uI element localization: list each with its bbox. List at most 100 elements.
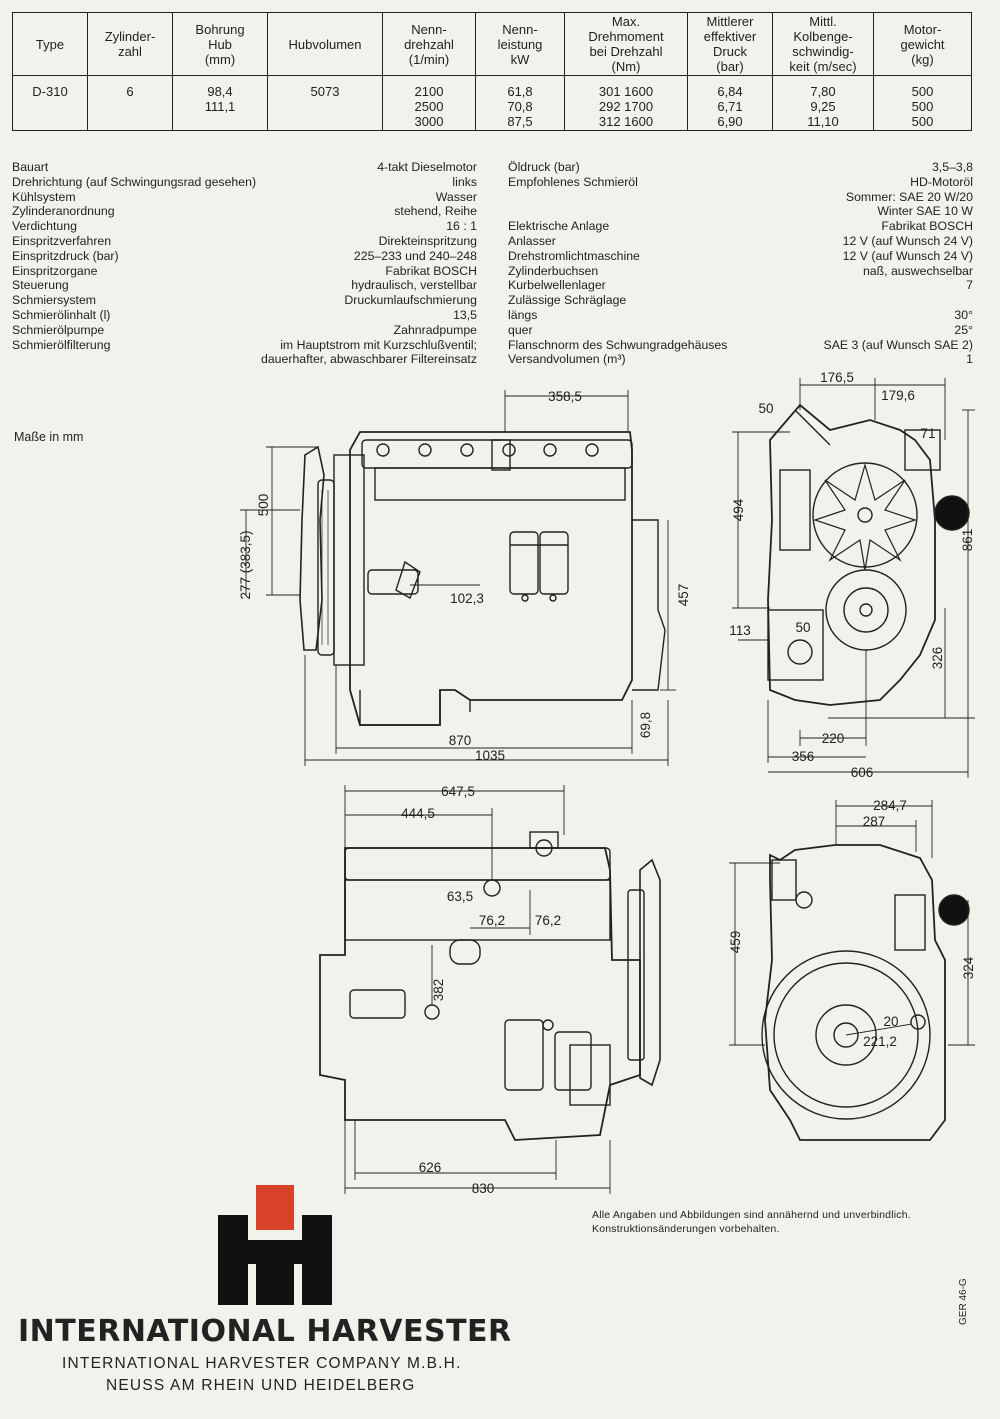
spec-label: Kühlsystem bbox=[12, 189, 76, 204]
spec-label: Drehrichtung (auf Schwingungsrad gesehen… bbox=[12, 174, 257, 189]
cell-drehmoment: 301 1600 292 1700 312 1600 bbox=[564, 75, 688, 131]
spec-label: Einspritzverfahren bbox=[12, 233, 112, 248]
dim-356: 356 bbox=[792, 749, 815, 764]
company-location: NEUSS AM RHEIN UND HEIDELBERG bbox=[106, 1377, 416, 1394]
dim-277: 277 (383,5) bbox=[238, 530, 253, 599]
col-motorgewicht: Motor- gewicht (kg) bbox=[873, 12, 972, 76]
spec-row: Zylinderbuchsen naß, auswechselbar bbox=[508, 264, 973, 279]
spec-label: Schmiersystem bbox=[12, 293, 97, 308]
dim-50b: 50 bbox=[795, 620, 810, 635]
spec-value: 16 : 1 bbox=[446, 219, 477, 234]
spec-value: 25° bbox=[954, 322, 973, 337]
spec-table: Type Zylinder- zahl Bohrung Hub (mm) Hub… bbox=[12, 12, 972, 131]
spec-row: Versandvolumen (m³)1 bbox=[508, 352, 973, 367]
spec-label: Verdichtung bbox=[12, 219, 77, 234]
spec-value: 12 V (auf Wunsch 24 V) bbox=[842, 233, 973, 248]
spec-label: Einspritzdruck (bar) bbox=[12, 248, 119, 263]
dim-76a: 76,2 bbox=[479, 913, 505, 928]
cell-nenndrehzahl: 2100 2500 3000 bbox=[382, 75, 476, 131]
spec-label: Schmierölpumpe bbox=[12, 322, 105, 337]
dim-287: 287 bbox=[863, 814, 886, 829]
dim-220: 220 bbox=[822, 731, 845, 746]
spec-label: Steuerung bbox=[12, 278, 69, 293]
ih-logo bbox=[218, 1185, 332, 1305]
spec-label: Schmierölinhalt (l) bbox=[12, 307, 111, 322]
cell-kolbengeschwindigkeit: 7,80 9,25 11,10 bbox=[772, 75, 874, 131]
spec-value: hydraulisch, verstellbar bbox=[351, 278, 477, 293]
spec-label: Anlasser bbox=[508, 233, 556, 248]
spec-value: SAE 3 (auf Wunsch SAE 2) bbox=[823, 337, 973, 352]
spec-label: Versandvolumen (m³) bbox=[508, 352, 626, 367]
spec-label: Flanschnorm des Schwungradgehäuses bbox=[508, 337, 728, 352]
dim-459: 459 bbox=[728, 931, 743, 954]
dim-50a: 50 bbox=[758, 401, 773, 416]
dimension-labels: 358,5 500 277 (383,5) 102,3 457 69,8 870… bbox=[238, 370, 976, 1196]
dim-179: 179,6 bbox=[881, 388, 915, 403]
col-nenndrehzahl: Nenn- drehzahl (1/min) bbox=[382, 12, 476, 76]
spec-label: Zylinderbuchsen bbox=[508, 263, 599, 278]
spec-value: naß, auswechselbar bbox=[862, 263, 973, 278]
cell-hubvolumen: 5073 bbox=[267, 75, 383, 131]
spec-value: Zahnradpumpe bbox=[393, 322, 477, 337]
brand-wordmark: INTERNATIONAL HARVESTER bbox=[18, 1314, 512, 1349]
col-bohrung-hub: Bohrung Hub (mm) bbox=[172, 12, 268, 76]
dim-102: 102,3 bbox=[450, 591, 484, 606]
dim-861: 861 bbox=[960, 529, 975, 552]
spec-label: längs bbox=[508, 307, 538, 322]
rear-view-drawing bbox=[729, 800, 975, 1141]
col-zylinderzahl: Zylinder- zahl bbox=[87, 12, 173, 76]
spec-row: Kurbelwellenlager 7 bbox=[508, 278, 973, 293]
spec-label: Einspritzorgane bbox=[12, 263, 98, 278]
dim-69: 69,8 bbox=[638, 712, 653, 738]
col-nennleistung: Nenn- leistung kW bbox=[475, 12, 565, 76]
spec-label: Kurbelwellenlager bbox=[508, 278, 606, 293]
spec-row: Kühlsystem Wasser bbox=[12, 190, 477, 205]
spec-row: Schmierölpumpe Zahnradpumpe bbox=[12, 323, 477, 338]
spec-row: Öldruck (bar) 3,5–3,8 bbox=[508, 160, 973, 175]
spec-value: Fabrikat BOSCH bbox=[881, 219, 973, 234]
table-header-row: Type Zylinder- zahl Bohrung Hub (mm) Hub… bbox=[12, 12, 972, 76]
dim-382: 382 bbox=[431, 979, 446, 1002]
spec-value: 7 bbox=[966, 278, 973, 293]
spec-value: im Hauptstrom mit Kurzschlußventil; daue… bbox=[261, 337, 477, 367]
dim-326: 326 bbox=[930, 647, 945, 670]
dim-71: 71 bbox=[920, 426, 935, 441]
specs-left: Bauart 4-takt Dieselmotor Drehrichtung (a… bbox=[12, 160, 477, 367]
dim-324: 324 bbox=[961, 956, 976, 979]
col-hubvolumen: Hubvolumen bbox=[267, 12, 383, 76]
cell-druck: 6,84 6,71 6,90 bbox=[687, 75, 773, 131]
dim-113: 113 bbox=[729, 623, 751, 638]
dim-1035: 1035 bbox=[475, 748, 505, 763]
spec-value: 225–233 und 240–248 bbox=[353, 248, 477, 263]
spec-row: Drehrichtung (auf Schwingungsrad gesehen… bbox=[12, 175, 477, 190]
spec-row: Einspritzdruck (bar) 225–233 und 240–248 bbox=[12, 249, 477, 264]
dim-647: 647,5 bbox=[441, 784, 475, 799]
dim-176: 176,5 bbox=[820, 370, 854, 385]
col-type: Type bbox=[12, 12, 88, 76]
spec-label: Bauart bbox=[12, 160, 49, 174]
dim-830: 830 bbox=[472, 1181, 495, 1196]
spec-value: 4-takt Dieselmotor bbox=[377, 160, 477, 174]
cell-nennleistung: 61,8 70,8 87,5 bbox=[475, 75, 565, 131]
spec-row: Verdichtung 16 : 1 bbox=[12, 219, 477, 234]
spec-label: Öldruck (bar) bbox=[508, 160, 580, 174]
cell-motorgewicht: 500 500 500 bbox=[873, 75, 972, 131]
spec-row: Bauart 4-takt Dieselmotor bbox=[12, 160, 477, 175]
dim-457: 457 bbox=[676, 584, 691, 607]
dim-494: 494 bbox=[731, 498, 746, 521]
col-drehmoment: Max. Drehmoment bei Drehzahl (Nm) bbox=[564, 12, 688, 76]
spec-value: 3,5–3,8 bbox=[931, 160, 973, 174]
spec-value: 12 V (auf Wunsch 24 V) bbox=[842, 248, 973, 263]
spec-value: links bbox=[452, 174, 477, 189]
spec-row: Schmierölinhalt (l)13,5 bbox=[12, 308, 477, 323]
dim-221: 221,2 bbox=[863, 1034, 897, 1049]
spec-label: Empfohlenes Schmieröl bbox=[508, 174, 638, 189]
spec-value: Wasser bbox=[435, 189, 477, 204]
